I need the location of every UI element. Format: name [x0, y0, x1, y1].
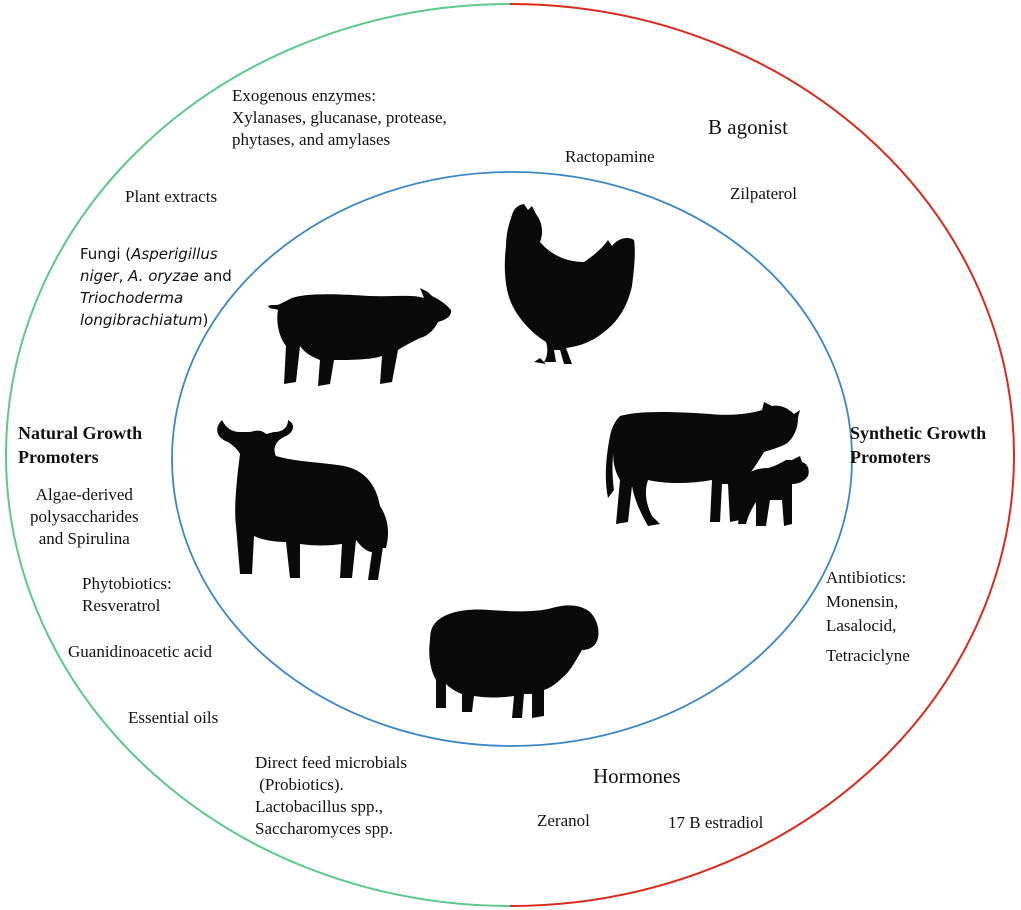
ractopamine-label: Ractopamine — [565, 147, 655, 166]
zilpaterol-label: Zilpaterol — [730, 184, 798, 203]
direct-feed-microbials-label: Direct feed microbials (Probiotics). Lac… — [255, 753, 407, 838]
estradiol-label: 17 B estradiol — [668, 813, 764, 832]
sheep-icon — [429, 605, 599, 718]
zeranol-label: Zeranol — [537, 811, 590, 830]
natural-heading: Natural Growth Promoters — [18, 423, 143, 467]
chicken-icon — [504, 204, 635, 364]
synthetic-arc — [509, 3, 1015, 907]
phytobiotics-label: Phytobiotics: Resveratrol — [82, 574, 172, 615]
cow-and-calf-icon — [605, 402, 809, 526]
natural-arc — [5, 3, 511, 907]
plant-extracts-label: Plant extracts — [125, 187, 218, 206]
hormones-label: Hormones — [593, 764, 681, 788]
exogenous-enzymes-label: Exogenous enzymes: Xylanases, glucanase,… — [232, 86, 447, 149]
fungi-label: Fungi (Asperigillus niger, A. oryzae and… — [80, 245, 232, 329]
pig-icon — [268, 288, 452, 386]
inner-circle — [171, 171, 853, 747]
antibiotics-label: Antibiotics: Monensin, Lasalocid, Tetrac… — [826, 568, 910, 665]
synthetic-heading: Synthetic Growth Promoters — [850, 423, 987, 467]
b-agonist-label: B agonist — [708, 115, 788, 139]
essential-oils-label: Essential oils — [128, 708, 219, 727]
algae-label: Algae-derived polysaccharides and Spirul… — [30, 485, 139, 548]
guanidinoacetic-acid-label: Guanidinoacetic acid — [68, 642, 212, 661]
bull-icon — [217, 420, 388, 580]
